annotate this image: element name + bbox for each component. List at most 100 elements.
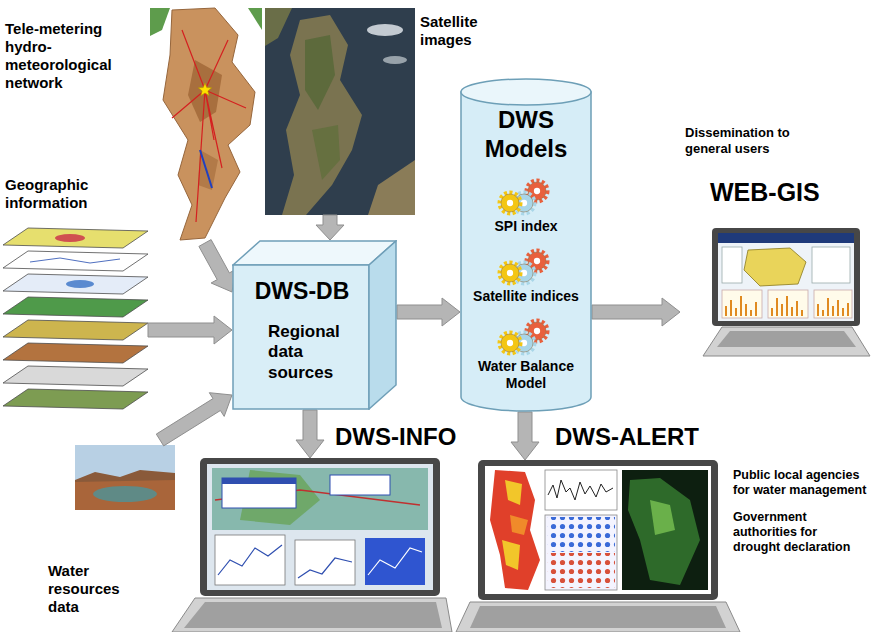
gear-teeth xyxy=(500,263,521,284)
node-label: Geographic information xyxy=(5,176,145,212)
drought-map xyxy=(490,470,540,590)
screen-panel xyxy=(812,247,850,283)
photo-ground xyxy=(75,480,175,510)
node-label: Public local agencies for water manageme… xyxy=(733,468,867,498)
flow-arrow xyxy=(592,298,680,326)
gear-icon xyxy=(491,248,561,288)
laptop-base xyxy=(172,598,452,632)
gis-layer xyxy=(3,343,148,363)
node-label: Water resources data xyxy=(48,562,148,616)
gear-icon xyxy=(491,318,561,358)
gear-hub xyxy=(507,200,513,206)
laptop-screen xyxy=(485,466,711,594)
node-label: DWS-INFO xyxy=(335,423,465,452)
screen-map xyxy=(744,248,806,286)
chart-bars xyxy=(726,296,848,316)
gear-teeth xyxy=(500,333,521,354)
gear-hub xyxy=(534,328,540,334)
database-cube: DWS-DB Regional data sources xyxy=(232,240,397,410)
flow-arrow xyxy=(148,316,232,344)
laptop-keyboard xyxy=(184,602,442,628)
vegetation-area xyxy=(650,500,675,535)
map-relief xyxy=(198,150,218,190)
flow-arrow xyxy=(316,215,344,240)
satellite-vegetation xyxy=(312,125,340,180)
drought-map-area xyxy=(505,480,522,505)
screen-chart xyxy=(365,538,425,585)
heatmap-frame xyxy=(545,515,617,590)
node-label: DWS-ALERT xyxy=(555,423,715,452)
cube-side xyxy=(369,241,396,409)
gear-icon xyxy=(491,178,561,218)
laptop-screen xyxy=(718,233,854,321)
screen-header xyxy=(718,233,854,243)
node-label: Regional data sources xyxy=(268,322,364,383)
gis-feature xyxy=(55,234,85,242)
flow-arrow xyxy=(511,412,539,460)
satellite-cloud xyxy=(367,24,403,36)
gis-layer xyxy=(3,389,148,409)
gear-hub xyxy=(534,258,540,264)
laptop-keyboard xyxy=(717,331,856,347)
laptop-info: DWS-INFO xyxy=(170,458,455,632)
drought-map-area xyxy=(502,540,520,570)
screen-window xyxy=(330,475,390,495)
cube-top xyxy=(233,241,396,265)
chart-line xyxy=(368,548,422,575)
node-label: WEB-GIS xyxy=(710,177,860,207)
reservoir-photo: Water resources data xyxy=(48,440,178,622)
model-gears: SPI index xyxy=(465,178,587,240)
gis-layer xyxy=(3,320,148,340)
network-lines xyxy=(172,30,246,222)
model-gears: Satellite indices xyxy=(465,248,587,310)
gear-body xyxy=(501,264,519,282)
laptop-bezel xyxy=(712,228,860,326)
gear-hub xyxy=(534,188,540,194)
heatmap-dots xyxy=(547,553,615,588)
gear-teeth xyxy=(500,193,521,214)
photo-reservoir xyxy=(93,486,157,502)
node-label: Water Balance Model xyxy=(465,358,587,392)
network-map: Tele-metering hydro-meteorological netwo… xyxy=(150,8,262,243)
screen-panel xyxy=(722,247,742,283)
laptop-screen xyxy=(207,464,433,590)
flow-arrow xyxy=(156,393,232,446)
drought-map-area xyxy=(510,515,528,535)
vegetation-area xyxy=(628,478,700,585)
cylinder-body xyxy=(461,92,591,411)
satellite-land xyxy=(282,15,362,215)
node-label: Satellite indices xyxy=(465,288,587,305)
map-land xyxy=(150,8,170,36)
screen-chart xyxy=(545,470,617,510)
laptop-bezel xyxy=(200,458,440,596)
node-label: Dissemination to general users xyxy=(685,125,815,156)
map-relief xyxy=(188,60,222,122)
gis-layer xyxy=(3,274,148,294)
node-label: DWS-DB xyxy=(238,278,366,306)
satellite-land xyxy=(368,160,415,215)
screen-chart xyxy=(215,535,285,585)
node-label: Satellite images xyxy=(420,13,532,49)
gis-feature xyxy=(30,258,120,263)
chart-line xyxy=(298,558,352,578)
laptop-bezel xyxy=(478,460,718,600)
gis-layer xyxy=(3,251,148,271)
heatmap-dots xyxy=(547,517,615,552)
satellite-image: Satellite images xyxy=(265,8,415,215)
chart-line xyxy=(548,480,613,500)
laptop-base xyxy=(703,327,870,356)
station-star xyxy=(198,83,211,96)
map-region xyxy=(163,8,255,240)
photo-sky xyxy=(75,445,175,510)
flow-arrow xyxy=(296,410,324,458)
gear-hub xyxy=(507,270,513,276)
screen-chart xyxy=(295,540,355,585)
gear-body xyxy=(501,194,519,212)
laptop-keyboard xyxy=(470,606,726,628)
river-line xyxy=(200,150,212,188)
satellite-index-image xyxy=(622,470,708,590)
model-gears: Water Balance Model xyxy=(465,318,587,398)
gis-layer xyxy=(3,297,148,317)
node-label: Government authorities for drought decla… xyxy=(733,510,867,555)
